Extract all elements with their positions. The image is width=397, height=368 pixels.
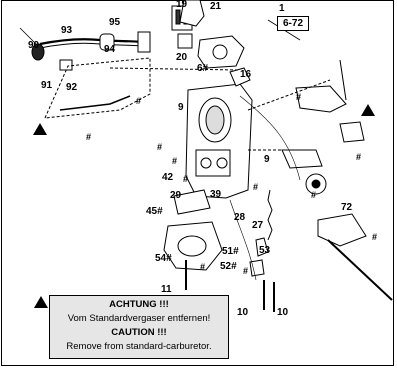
callout-27: 27 <box>252 220 264 231</box>
sub-assembly-panel <box>44 57 151 119</box>
callout-42: 42 <box>162 172 174 183</box>
warning-text-de: Vom Standardvergaser entfernen! <box>67 313 211 324</box>
cable-72 <box>327 239 393 301</box>
callout-91: 91 <box>41 80 53 91</box>
cable-cap-90 <box>31 43 45 61</box>
page-reference: 1 6-72 <box>277 3 309 31</box>
callout-10b: 10 <box>277 307 289 318</box>
sleeve-94 <box>99 33 115 51</box>
callout-19: 19 <box>176 0 188 10</box>
needle-51 <box>255 237 269 257</box>
callout-93: 93 <box>61 25 73 36</box>
callout-10a: 10 <box>237 307 249 318</box>
reference-page-label: 6-72 <box>277 16 309 31</box>
warning-triangle-icon <box>33 123 47 135</box>
part-20 <box>177 33 193 49</box>
seat-52 <box>249 259 265 277</box>
callout-20: 20 <box>176 52 188 63</box>
callout-16: 16 <box>240 69 252 80</box>
spring-27 <box>267 189 273 241</box>
hash-marker: # <box>183 174 188 184</box>
hash-marker: # <box>356 152 361 162</box>
throttle-shaft <box>281 149 323 169</box>
adjuster-95 <box>137 31 151 53</box>
callout-21: 21 <box>210 1 222 12</box>
bracket-72 <box>317 213 367 247</box>
callout-28: 28 <box>234 212 246 223</box>
callout-6: 6# <box>197 63 209 74</box>
callout-90: 90 <box>28 40 40 51</box>
hash-marker: # <box>86 132 91 142</box>
callout-9a: 9 <box>178 102 184 113</box>
callout-94: 94 <box>104 44 116 55</box>
reference-index: 1 <box>279 3 285 14</box>
hash-marker: # <box>372 232 377 242</box>
callout-11: 11 <box>161 284 172 295</box>
warning-triangle-icon <box>361 104 375 116</box>
callout-53: 53 <box>259 245 271 256</box>
caution-notice: ACHTUNG !!! Vom Standardvergaser entfern… <box>49 295 229 359</box>
callout-92: 92 <box>66 82 78 93</box>
diaphragm-21 <box>179 0 205 27</box>
callout-45: 45# <box>146 206 163 217</box>
hash-marker: # <box>172 156 177 166</box>
part-91 <box>59 59 73 71</box>
warning-triangle-icon <box>34 296 48 308</box>
callout-29: 29 <box>170 190 182 201</box>
hash-marker: # <box>200 262 205 272</box>
callout-52: 52# <box>220 261 237 272</box>
hash-marker: # <box>253 182 258 192</box>
callout-72: 72 <box>341 202 353 213</box>
hash-marker: # <box>136 96 141 106</box>
callout-39: 39 <box>210 189 222 200</box>
warning-title-de: ACHTUNG !!! <box>109 299 169 310</box>
hash-marker: # <box>311 190 316 200</box>
callout-9b: 9 <box>264 154 270 165</box>
choke-lever <box>295 85 347 113</box>
warning-title-en: CAUTION !!! <box>111 327 167 338</box>
gasket-45 <box>173 189 211 215</box>
callout-95: 95 <box>109 17 121 28</box>
warning-text-en: Remove from standard-carburetor. <box>66 341 212 352</box>
callout-51: 51# <box>222 246 239 257</box>
hash-marker: # <box>243 266 248 276</box>
callout-54: 54# <box>155 253 172 264</box>
hash-marker: # <box>157 142 162 152</box>
hash-marker: # <box>296 92 301 102</box>
